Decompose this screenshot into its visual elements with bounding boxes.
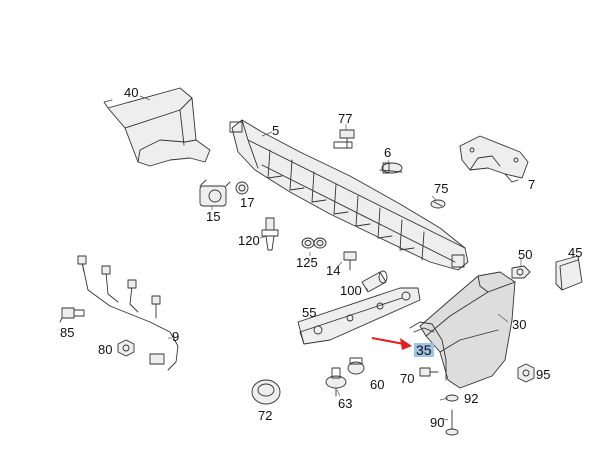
label-77: 77 (338, 111, 353, 126)
label-120: 120 (238, 233, 260, 248)
label-75: 75 (434, 181, 449, 196)
part-60-nut[interactable] (347, 357, 365, 375)
part-9-wiring-harness[interactable] (77, 255, 179, 371)
label-55: 55 (302, 305, 317, 320)
label-100: 100 (340, 283, 362, 298)
label-95: 95 (536, 367, 551, 382)
label-9: 9 (172, 329, 180, 344)
label-63: 63 (338, 396, 353, 411)
part-92-washer[interactable] (445, 394, 459, 402)
label-15: 15 (206, 209, 221, 224)
label-90: 90 (430, 415, 445, 430)
label-92: 92 (464, 391, 479, 406)
label-50: 50 (518, 247, 533, 262)
part-90-screw[interactable] (445, 409, 459, 436)
part-7-bracket[interactable] (459, 135, 529, 183)
part-17-ring[interactable] (235, 181, 249, 195)
part-63-bolt[interactable] (325, 367, 347, 397)
label-85: 85 (60, 325, 75, 340)
part-100-spacer[interactable] (361, 270, 388, 293)
part-55-bracket-strip[interactable] (297, 287, 421, 345)
label-70: 70 (400, 371, 415, 386)
part-45-cover[interactable] (555, 255, 583, 291)
red-arrow-icon (371, 337, 412, 350)
part-40-corner-cover[interactable] (103, 87, 211, 167)
part-120-plug[interactable] (261, 217, 279, 251)
part-85-connector[interactable] (59, 307, 85, 323)
label-6: 6 (384, 145, 392, 160)
label-125: 125 (296, 255, 318, 270)
part-50-nut[interactable] (511, 265, 531, 279)
label-60: 60 (370, 377, 385, 392)
part-35-trim-strip[interactable] (409, 321, 447, 381)
part-15-sensor-holder[interactable] (199, 179, 231, 207)
part-77-bolt[interactable] (333, 129, 355, 149)
part-6-screw[interactable] (379, 162, 403, 174)
part-72-cap[interactable] (251, 379, 281, 405)
label-80: 80 (98, 342, 113, 357)
label-45: 45 (568, 245, 583, 260)
label-40: 40 (124, 85, 139, 100)
label-30: 30 (512, 317, 527, 332)
label-17: 17 (240, 195, 255, 210)
part-70-screw[interactable] (419, 367, 439, 377)
label-14: 14 (326, 263, 341, 278)
part-95-nut[interactable] (517, 363, 535, 383)
part-14-bolt[interactable] (343, 251, 357, 271)
label-5: 5 (272, 123, 280, 138)
leader-lines (139, 95, 522, 421)
part-125-grommet[interactable] (301, 237, 327, 249)
part-80-nut[interactable] (117, 339, 135, 357)
label-7: 7 (528, 177, 536, 192)
label-72: 72 (258, 408, 273, 423)
part-75-clip[interactable] (430, 199, 446, 209)
part-5-bumper-beam[interactable] (229, 119, 469, 271)
part-30-bumper-cover[interactable] (419, 271, 516, 389)
label-35-highlighted[interactable]: 35 (414, 342, 434, 358)
